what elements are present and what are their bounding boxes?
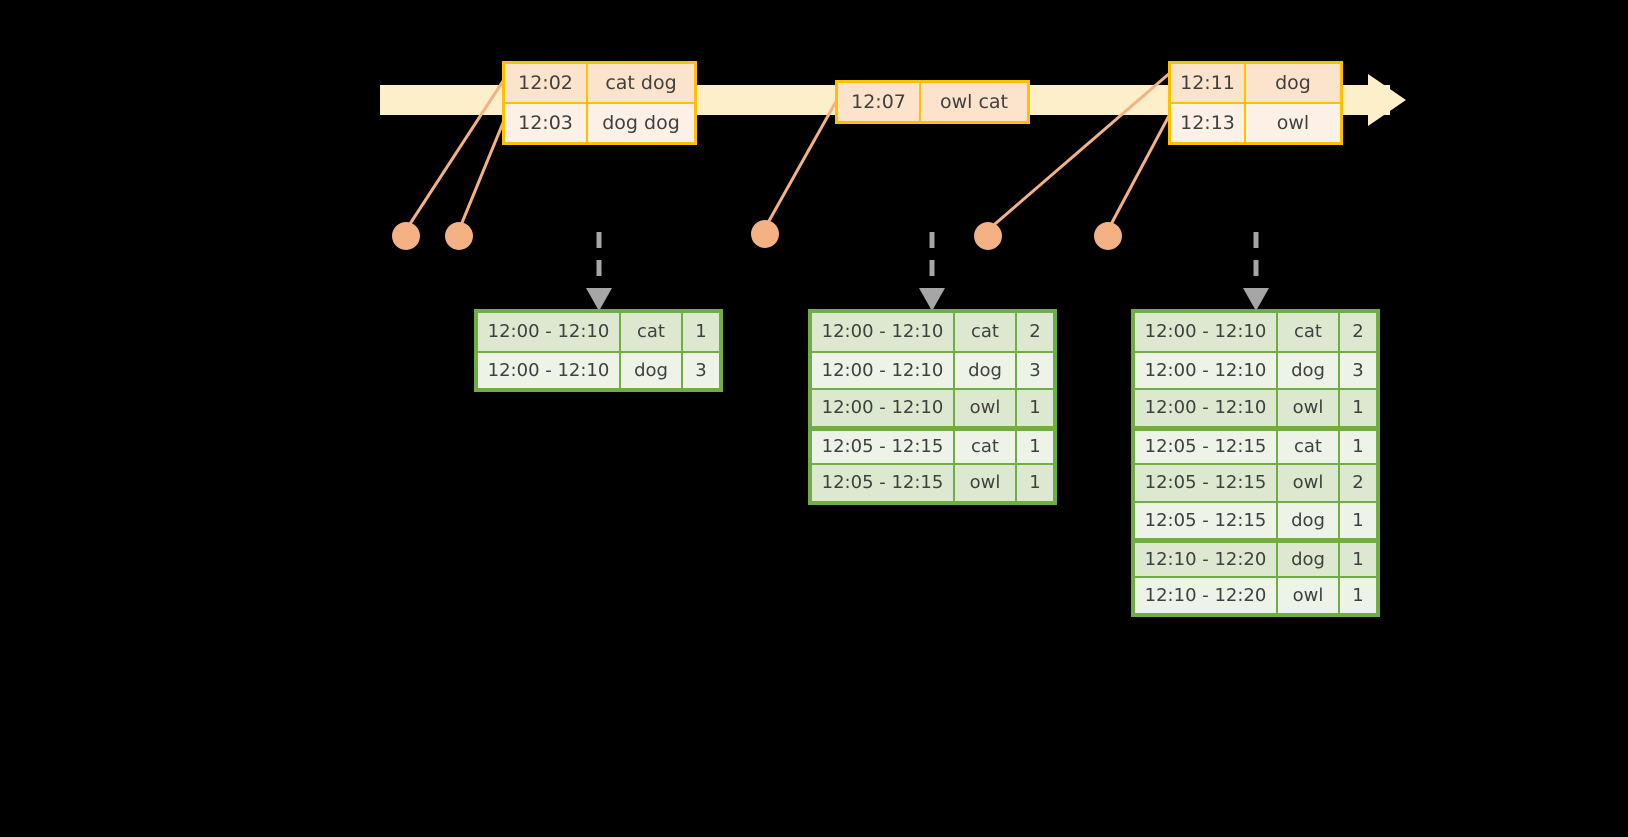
window-cell: 12:00 - 12:10 <box>812 313 955 351</box>
event-time: 12:07 <box>838 83 921 121</box>
window-cell: 12:00 - 12:10 <box>1135 352 1278 388</box>
window-cell: 12:00 - 12:10 <box>478 313 621 351</box>
window-cell: 12:05 - 12:15 <box>812 465 955 501</box>
window-cell: 12:00 - 12:10 <box>1135 313 1278 351</box>
count-cell: 2 <box>1352 321 1364 343</box>
event-dot <box>974 222 1002 250</box>
event-words: dog dog <box>602 112 680 134</box>
event-time: 12:13 <box>1171 104 1246 142</box>
dashed-arrow-head-2 <box>919 288 945 311</box>
event-words: owl cat <box>939 91 1009 113</box>
event-row: 12:02 cat dog <box>505 64 694 102</box>
dashed-arrow-head-3 <box>1243 288 1269 311</box>
window-cell: 12:00 - 12:10 <box>812 390 955 426</box>
window-cell: 12:05 - 12:15 <box>1135 502 1278 538</box>
window-cell: 12:05 - 12:15 <box>1135 430 1278 463</box>
event-dot <box>392 222 420 250</box>
timeline-arrowhead-icon <box>1368 74 1406 126</box>
dashed-arrow-head-1 <box>586 288 612 311</box>
count-cell: 2 <box>1029 321 1041 343</box>
count-cell: 1 <box>1029 472 1041 494</box>
connector-line-5 <box>1106 111 1173 231</box>
word-cell: dog <box>1278 543 1340 576</box>
event-time: 12:03 <box>505 104 588 142</box>
count-cell: 1 <box>1352 548 1364 570</box>
event-time: 12:02 <box>505 64 588 102</box>
word-cell: owl <box>1278 390 1340 426</box>
event-dot <box>1094 222 1122 250</box>
count-cell: 1 <box>1352 509 1364 531</box>
connector-line-2 <box>457 117 507 231</box>
word-cell: dog <box>955 352 1017 388</box>
connector-line-3 <box>763 97 840 229</box>
count-cell: 2 <box>1352 472 1364 494</box>
window-cell: 12:10 - 12:20 <box>1135 577 1278 613</box>
event-row: 12:13 owl <box>1171 102 1340 142</box>
count-cell: 1 <box>1029 397 1041 419</box>
word-cell: cat <box>1278 430 1340 463</box>
count-cell: 3 <box>695 359 707 381</box>
event-dot <box>445 222 473 250</box>
word-cell: cat <box>1278 313 1340 351</box>
window-cell: 12:05 - 12:15 <box>1135 465 1278 501</box>
event-time: 12:11 <box>1171 64 1246 102</box>
word-cell: cat <box>955 313 1017 351</box>
count-cell: 1 <box>695 321 707 343</box>
word-cell: dog <box>1278 502 1340 538</box>
window-cell: 12:05 - 12:15 <box>812 430 955 463</box>
window-cell: 12:00 - 12:10 <box>1135 390 1278 426</box>
event-words: owl <box>1276 112 1310 134</box>
event-row: 12:11 dog <box>1171 64 1340 102</box>
event-words: dog <box>1275 72 1311 94</box>
word-cell: dog <box>1278 352 1340 388</box>
window-cell: 12:00 - 12:10 <box>478 352 621 388</box>
event-dot <box>751 220 779 248</box>
word-cell: cat <box>955 430 1017 463</box>
word-cell: dog <box>621 352 683 388</box>
event-words: cat dog <box>605 72 677 94</box>
count-cell: 3 <box>1352 359 1364 381</box>
count-cell: 1 <box>1352 397 1364 419</box>
word-cell: owl <box>955 465 1017 501</box>
word-cell: owl <box>1278 577 1340 613</box>
event-box-3[interactable]: 12:11 dog 12:13 owl <box>1168 61 1343 145</box>
count-cell: 3 <box>1029 359 1041 381</box>
event-box-2[interactable]: 12:07 owl cat <box>835 80 1030 124</box>
event-box-1[interactable]: 12:02 cat dog 12:03 dog dog <box>502 61 697 145</box>
word-cell: owl <box>1278 465 1340 501</box>
window-cell: 12:00 - 12:10 <box>812 352 955 388</box>
count-cell: 1 <box>1352 436 1364 458</box>
word-cell: cat <box>621 313 683 351</box>
count-cell: 1 <box>1352 584 1364 606</box>
event-row: 12:03 dog dog <box>505 102 694 142</box>
event-row: 12:07 owl cat <box>838 83 1027 121</box>
window-cell: 12:10 - 12:20 <box>1135 543 1278 576</box>
count-cell: 1 <box>1029 436 1041 458</box>
word-cell: owl <box>955 390 1017 426</box>
